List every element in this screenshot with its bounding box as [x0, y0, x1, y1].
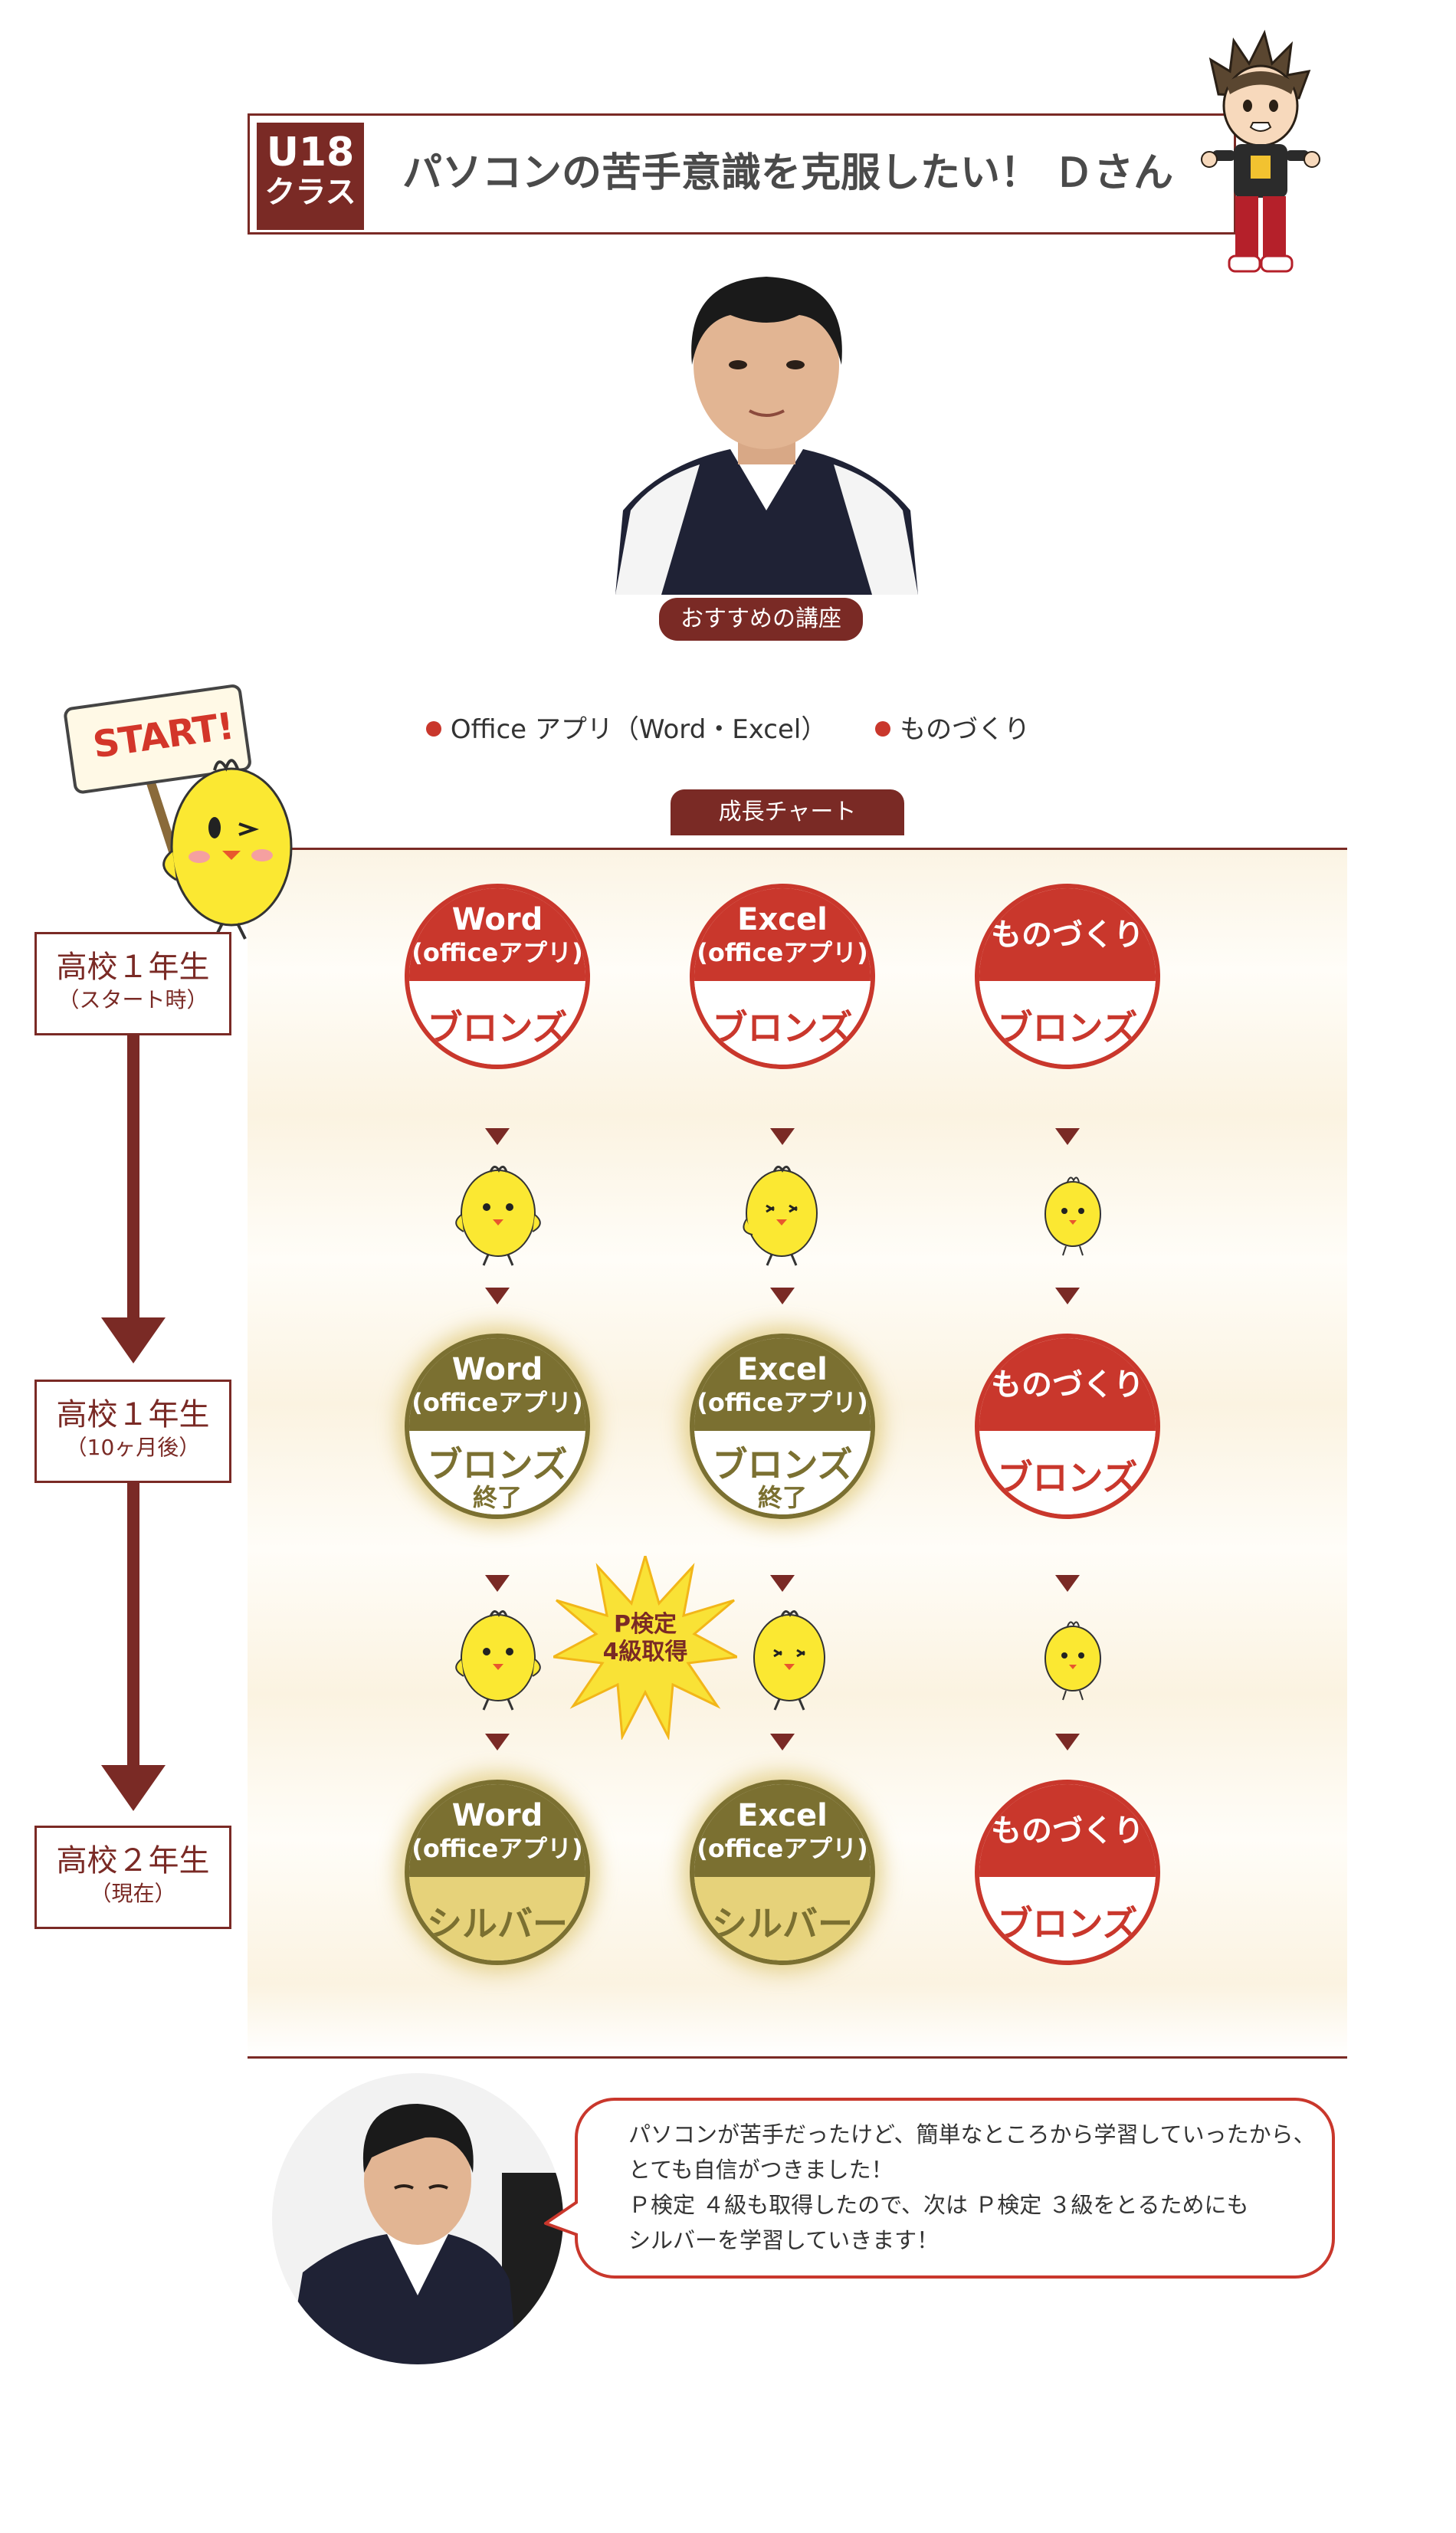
testimonial-line: パソコンが苦手だったけど、簡単なところから学習していったから、 — [628, 2121, 1316, 2147]
header-box — [248, 113, 1236, 235]
chart-bottom-border — [248, 2056, 1347, 2059]
badge-excel-bronze: Excel(officeアプリ) ブロンズ — [690, 884, 875, 1069]
badge-level: シルバー — [427, 1902, 568, 1944]
down-arrow-icon — [770, 1128, 795, 1145]
badge-subtitle: (officeアプリ) — [412, 1833, 583, 1863]
testimonial-line: とても自信がつきました！ — [628, 2157, 894, 2183]
badge-word-bronze-complete: Word(officeアプリ) ブロンズ終了 — [405, 1334, 590, 1519]
chick-icon — [455, 1610, 541, 1711]
chart-top-border — [248, 848, 1347, 850]
recommended-label: おすすめの講座 — [659, 598, 863, 641]
down-arrow-icon — [1055, 1128, 1080, 1145]
timeline-arrow-shaft — [127, 1483, 139, 1767]
course-label-office: Office アプリ（Word・Excel） — [450, 714, 828, 745]
bullet-dot-icon — [425, 720, 441, 737]
timeline-arrow-head — [101, 1765, 166, 1811]
stage-box-current: 高校２年生 （現在） — [34, 1826, 231, 1929]
mascot-boy-illustration — [1201, 29, 1320, 273]
achievement-burst-icon — [553, 1556, 737, 1740]
badge-title: Word — [451, 1351, 543, 1387]
speech-bubble-tail — [544, 2199, 581, 2239]
start-sign-mascot: START! — [61, 682, 322, 943]
badge-level: ブロンズ — [427, 1006, 568, 1048]
stage-box-10-months: 高校１年生 （10ヶ月後） — [34, 1380, 231, 1483]
stage-title: 高校１年生 — [56, 950, 210, 985]
start-chick-illustration — [64, 684, 293, 940]
stage-subtitle: （スタート時） — [57, 987, 208, 1012]
badge-title: ものづくり — [991, 1367, 1144, 1403]
badge-level: ブロンズ — [427, 1443, 568, 1485]
stage-subtitle: （現在） — [90, 1881, 176, 1906]
badge-excel-bronze-complete: Excel(officeアプリ) ブロンズ終了 — [690, 1334, 875, 1519]
growth-chart-label: 成長チャート — [671, 789, 904, 835]
down-arrow-icon — [770, 1575, 795, 1592]
badge-word-silver: Word(officeアプリ) シルバー — [405, 1780, 590, 1965]
badge-title: Word — [451, 1797, 543, 1833]
chick-icon — [1044, 1621, 1101, 1701]
class-badge: U18 クラス — [257, 123, 364, 230]
down-arrow-icon — [485, 1575, 510, 1592]
class-badge-line1: U18 — [266, 130, 355, 176]
stage-title: 高校２年生 — [56, 1843, 210, 1878]
timeline-arrow-shaft — [127, 1035, 139, 1319]
badge-subtitle: (officeアプリ) — [697, 937, 868, 967]
student-photo-working — [272, 2073, 563, 2364]
down-arrow-icon — [485, 1734, 510, 1750]
badge-level: シルバー — [712, 1902, 853, 1944]
badge-level: ブロンズ — [997, 1006, 1138, 1048]
timeline-arrow-head — [101, 1317, 166, 1363]
badge-level: ブロンズ — [712, 1443, 853, 1485]
badge-status: 終了 — [472, 1482, 522, 1512]
chick-icon — [455, 1166, 541, 1266]
stage-subtitle: （10ヶ月後） — [65, 1435, 201, 1460]
recommended-courses: Office アプリ（Word・Excel） ものづくり — [0, 711, 1456, 748]
course-item-office: Office アプリ（Word・Excel） — [425, 711, 828, 748]
student-photo — [615, 258, 918, 595]
stage-box-start: 高校１年生 （スタート時） — [34, 932, 231, 1035]
badge-subtitle: (officeアプリ) — [412, 1387, 583, 1417]
badge-subtitle: (officeアプリ) — [697, 1833, 868, 1863]
class-badge-line2: クラス — [264, 175, 356, 210]
down-arrow-icon — [1055, 1734, 1080, 1750]
testimonial-line: Ｐ検定 ４級も取得したので、次は Ｐ検定 ３級をとるためにも — [628, 2192, 1249, 2218]
bullet-dot-icon — [875, 720, 891, 737]
badge-word-bronze: Word(officeアプリ) ブロンズ — [405, 884, 590, 1069]
badge-title: Excel — [737, 1351, 828, 1387]
testimonial-line: シルバーを学習していきます！ — [628, 2227, 940, 2253]
chick-icon — [743, 1166, 818, 1266]
badge-title: Excel — [737, 1797, 828, 1833]
course-label-monozukuri: ものづくり — [900, 714, 1031, 745]
down-arrow-icon — [770, 1288, 795, 1304]
down-arrow-icon — [770, 1734, 795, 1750]
badge-status: 終了 — [757, 1482, 807, 1512]
badge-monozukuri-bronze: ものづくり ブロンズ — [975, 884, 1160, 1069]
student-working-illustration — [272, 2073, 563, 2364]
down-arrow-icon — [1055, 1575, 1080, 1592]
down-arrow-icon — [485, 1128, 510, 1145]
badge-level: ブロンズ — [997, 1902, 1138, 1944]
badge-title: Word — [451, 901, 543, 937]
badge-subtitle: (officeアプリ) — [697, 1387, 868, 1417]
badge-title: ものづくり — [991, 917, 1144, 953]
page-title: パソコンの苦手意識を克服したい！ Ｄさん — [402, 150, 1174, 196]
down-arrow-icon — [1055, 1288, 1080, 1304]
badge-excel-silver: Excel(officeアプリ) シルバー — [690, 1780, 875, 1965]
badge-level: ブロンズ — [997, 1456, 1138, 1498]
badge-monozukuri-bronze: ものづくり ブロンズ — [975, 1334, 1160, 1519]
down-arrow-icon — [485, 1288, 510, 1304]
testimonial-text: パソコンが苦手だったけど、簡単なところから学習していったから、 とても自信がつき… — [628, 2117, 1318, 2258]
chick-icon — [1044, 1176, 1101, 1256]
speech-bubble — [575, 2098, 1335, 2279]
badge-title: Excel — [737, 901, 828, 937]
badge-level: ブロンズ — [712, 1006, 853, 1048]
stage-title: 高校１年生 — [56, 1397, 210, 1432]
course-item-monozukuri: ものづくり — [875, 711, 1030, 748]
chick-icon — [753, 1610, 825, 1711]
badge-monozukuri-bronze: ものづくり ブロンズ — [975, 1780, 1160, 1965]
badge-title: ものづくり — [991, 1813, 1144, 1849]
burst-line2: 4級取得 — [602, 1639, 688, 1665]
badge-subtitle: (officeアプリ) — [412, 937, 583, 967]
achievement-burst-text: P検定 4級取得 — [553, 1611, 737, 1666]
burst-line1: P検定 — [614, 1611, 677, 1638]
